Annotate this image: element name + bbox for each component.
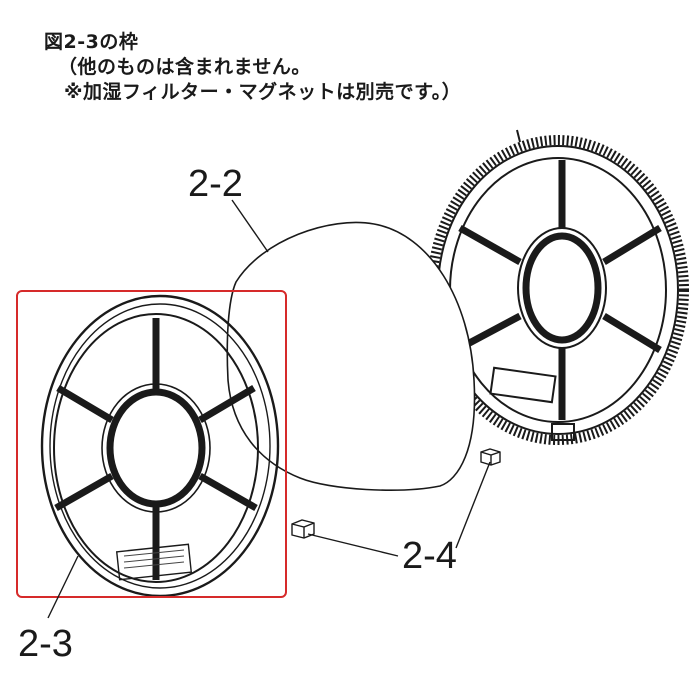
frame-highlight-box — [16, 290, 287, 598]
front-frame — [40, 294, 280, 598]
caption-sold-separately-note: ※加湿フィルター・マグネットは別売です。） — [64, 81, 462, 103]
magnet-label: 2-4 — [402, 535, 457, 577]
leader-lines — [47, 199, 491, 619]
frame-label: 2-3 — [18, 623, 73, 665]
humidifier-filter — [226, 221, 476, 491]
caption: 図2-3の枠 （他のものは含まれません。 ※加湿フィルター・マグネットは別売です… — [44, 30, 461, 105]
filter-label: 2-2 — [188, 163, 243, 205]
caption-note: （他のものは含まれません。 — [58, 56, 311, 78]
magnet-back — [480, 448, 501, 466]
back-frame — [427, 129, 689, 445]
caption-title: 図2-3の枠 — [44, 31, 139, 53]
